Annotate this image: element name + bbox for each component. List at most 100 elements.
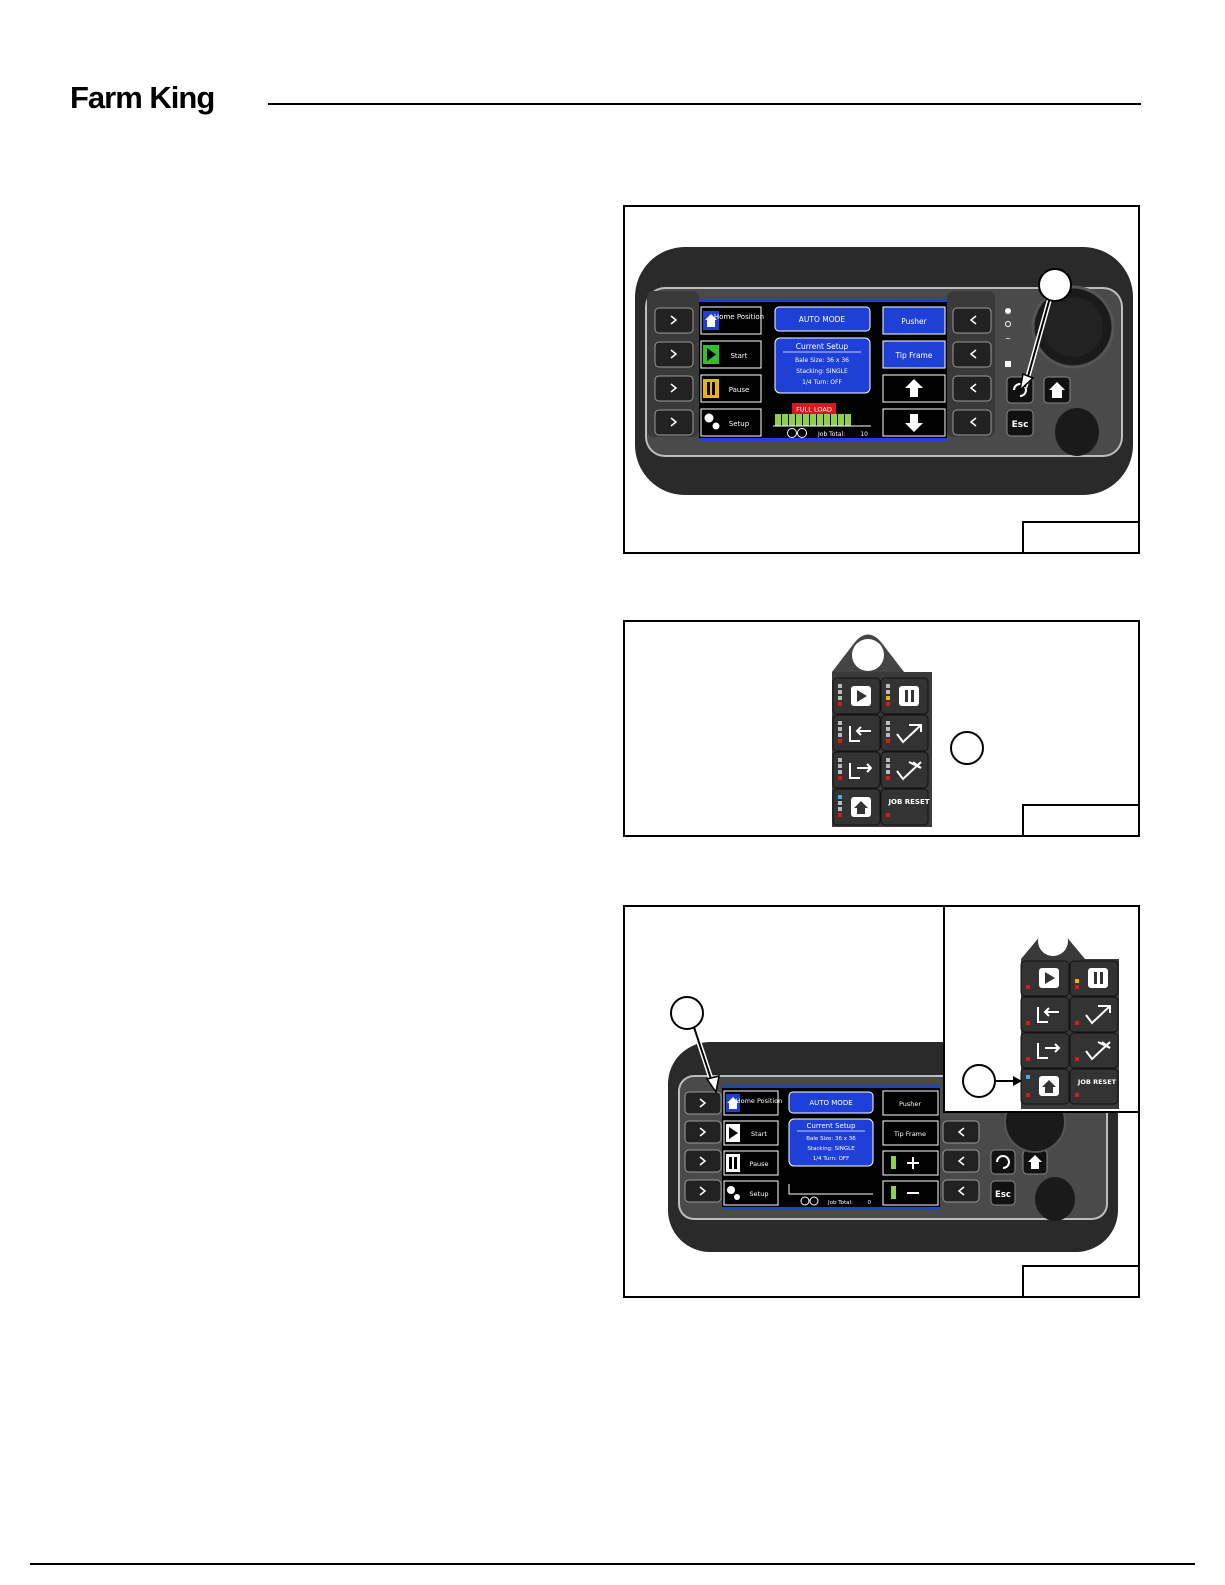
esc-button[interactable] bbox=[1006, 409, 1034, 437]
pause-label: Pause bbox=[729, 386, 750, 394]
tip-frame-label: Tip Frame bbox=[895, 351, 933, 360]
auto-mode-label: AUTO MODE bbox=[809, 1099, 852, 1107]
gear-icon bbox=[704, 413, 720, 430]
play-icon bbox=[729, 1127, 738, 1139]
softkey-right-2[interactable] bbox=[942, 1120, 980, 1144]
auto-mode-banner[interactable] bbox=[774, 306, 871, 332]
tip-frame-button[interactable] bbox=[882, 340, 946, 369]
setup-bale-size: Bale Size: 36 x 36 bbox=[795, 357, 849, 364]
remote-job-reset-button[interactable] bbox=[880, 788, 929, 826]
load-bars bbox=[775, 414, 851, 426]
figure-label-box bbox=[1022, 804, 1138, 835]
softkey-right-4[interactable] bbox=[942, 1179, 980, 1203]
pusher-label: Pusher bbox=[899, 1100, 921, 1108]
chevron-right-icon bbox=[699, 1098, 707, 1196]
pusher-button[interactable] bbox=[882, 306, 946, 335]
home-position-label: Home Position bbox=[714, 313, 764, 321]
remote-tip-up-button[interactable] bbox=[1069, 996, 1119, 1033]
setup-button[interactable] bbox=[700, 408, 762, 437]
softkey-right-3[interactable] bbox=[942, 1149, 980, 1173]
pusher-forward-icon bbox=[1037, 1043, 1061, 1059]
job-total-label: Job Total: bbox=[827, 1200, 853, 1206]
wagon-wheels-icon bbox=[787, 428, 807, 438]
pause-icon bbox=[707, 382, 715, 395]
plus-icon bbox=[907, 1157, 919, 1169]
softkey-left-2[interactable] bbox=[654, 341, 694, 368]
lanyard-hole bbox=[852, 639, 884, 671]
remote-pusher-forward-button[interactable] bbox=[832, 751, 881, 789]
down-arrow-icon bbox=[905, 414, 923, 432]
pusher-button[interactable] bbox=[882, 1090, 939, 1116]
pusher-label: Pusher bbox=[901, 317, 927, 326]
status-led bbox=[1005, 308, 1011, 314]
setup-stacking: Stacking: SINGLE bbox=[796, 368, 848, 375]
softkey-left-4[interactable] bbox=[684, 1179, 722, 1203]
figure-label-box bbox=[1022, 1265, 1138, 1296]
esc-button[interactable] bbox=[990, 1180, 1016, 1206]
figure-1-console: Home Position Start Pause Setup AUTO MOD… bbox=[623, 205, 1140, 554]
usb-cover bbox=[1035, 1177, 1075, 1221]
setup-quarter-turn: 1/4 Turn: OFF bbox=[813, 1156, 850, 1162]
play-icon bbox=[857, 690, 867, 702]
job-total-value: 10 bbox=[860, 431, 868, 438]
full-load-badge bbox=[792, 403, 836, 414]
tip-up-icon bbox=[896, 724, 922, 744]
callout-circle bbox=[950, 731, 984, 765]
softkey-left-4[interactable] bbox=[654, 409, 694, 436]
pause-icon bbox=[1094, 972, 1103, 984]
usb-cover bbox=[1055, 408, 1099, 456]
gear-icon bbox=[727, 1186, 740, 1200]
callout-circle bbox=[962, 1064, 996, 1098]
home-position-label: Home Position bbox=[736, 1097, 783, 1105]
chevron-left-icon bbox=[957, 1127, 965, 1196]
up-arrow-icon bbox=[905, 379, 923, 397]
softkey-left-2[interactable] bbox=[684, 1120, 722, 1144]
cycle-button[interactable] bbox=[990, 1149, 1016, 1175]
remote-job-reset-button[interactable] bbox=[1069, 1068, 1119, 1105]
pusher-forward-icon bbox=[849, 763, 873, 779]
pause-label: Pause bbox=[749, 1160, 768, 1168]
remote-pusher-back-button[interactable] bbox=[1020, 996, 1070, 1033]
tip-down-icon bbox=[896, 761, 922, 781]
softkey-left-1[interactable] bbox=[654, 307, 694, 334]
wagon-wheels-icon bbox=[800, 1196, 819, 1206]
tip-frame-button[interactable] bbox=[882, 1120, 939, 1146]
setup-bale-size: Bale Size: 36 x 36 bbox=[806, 1136, 856, 1142]
left-softkeys bbox=[654, 307, 694, 436]
home-icon bbox=[705, 314, 717, 327]
pusher-back-icon bbox=[849, 726, 871, 742]
play-icon bbox=[1045, 972, 1055, 984]
figure-3-console-and-remote: Home Position Start Pause Setup AUTO MOD… bbox=[623, 905, 1140, 1298]
remote-pusher-forward-button[interactable] bbox=[1020, 1032, 1070, 1069]
start-label: Start bbox=[751, 1130, 767, 1138]
esc-label: Esc bbox=[995, 1190, 1011, 1200]
softkey-left-3[interactable] bbox=[654, 375, 694, 402]
callout-circle bbox=[1038, 268, 1072, 302]
auto-mode-banner[interactable] bbox=[788, 1091, 874, 1114]
callout-circle bbox=[670, 996, 704, 1030]
softkey-left-1[interactable] bbox=[684, 1091, 722, 1115]
remote-pusher-back-button[interactable] bbox=[832, 714, 881, 752]
tip-frame-label: Tip Frame bbox=[893, 1130, 926, 1138]
svg-text:~: ~ bbox=[1005, 335, 1011, 343]
remote-tip-down-button[interactable] bbox=[880, 751, 929, 789]
auto-mode-label: AUTO MODE bbox=[799, 315, 846, 324]
farm-king-logo: Farm King bbox=[70, 80, 215, 115]
pause-icon bbox=[729, 1157, 737, 1169]
job-total-value: 0 bbox=[868, 1200, 872, 1206]
job-reset-label: JOB RESET bbox=[887, 798, 929, 806]
figure-2-remote: JOB RESET bbox=[623, 620, 1140, 837]
remote-tip-down-button[interactable] bbox=[1069, 1032, 1119, 1069]
setup-quarter-turn: 1/4 Turn: OFF bbox=[802, 379, 842, 386]
pusher-back-icon bbox=[1037, 1007, 1059, 1023]
home-icon bbox=[727, 1097, 739, 1109]
job-total-label: Job Total: bbox=[817, 431, 845, 438]
current-setup-title: Current Setup bbox=[796, 342, 849, 351]
home-icon bbox=[854, 801, 868, 814]
setup-label: Setup bbox=[750, 1190, 769, 1198]
esc-label: Esc bbox=[1012, 420, 1029, 430]
pause-icon bbox=[905, 690, 914, 702]
softkey-left-3[interactable] bbox=[684, 1149, 722, 1173]
start-label: Start bbox=[730, 352, 747, 360]
setup-stacking: Stacking: SINGLE bbox=[807, 1146, 855, 1152]
